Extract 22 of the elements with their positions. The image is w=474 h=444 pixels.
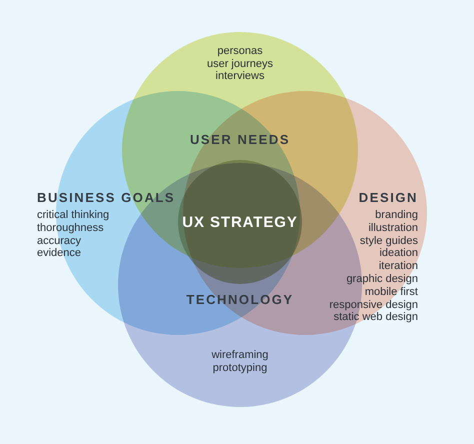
list-item: illustration: [368, 222, 418, 234]
list-item: interviews: [216, 70, 264, 82]
list-item: evidence: [37, 247, 82, 260]
category-heading: TECHNOLOGY: [186, 291, 294, 309]
list-item: style guides: [360, 234, 418, 247]
category-heading: DESIGN: [358, 189, 418, 207]
list-item: mobile first: [364, 286, 418, 298]
list-item: personas: [217, 45, 263, 57]
list-item: user journeys: [206, 58, 274, 70]
center-label: UX STRATEGY: [182, 213, 298, 233]
list-item: static web design: [334, 311, 418, 324]
list-item: iteration: [378, 260, 418, 272]
list-item: graphic design: [346, 273, 418, 285]
list-item: accuracy: [37, 234, 82, 247]
list-item: wireframing: [212, 349, 268, 361]
list-item: thoroughness: [37, 222, 104, 234]
list-item: critical thinking: [37, 209, 110, 221]
list-item: responsive design: [329, 298, 418, 311]
list-item: prototyping: [212, 362, 268, 374]
category-heading: USER NEEDS: [190, 131, 290, 149]
list-item: branding: [375, 209, 418, 221]
list-item: ideation: [379, 247, 418, 260]
